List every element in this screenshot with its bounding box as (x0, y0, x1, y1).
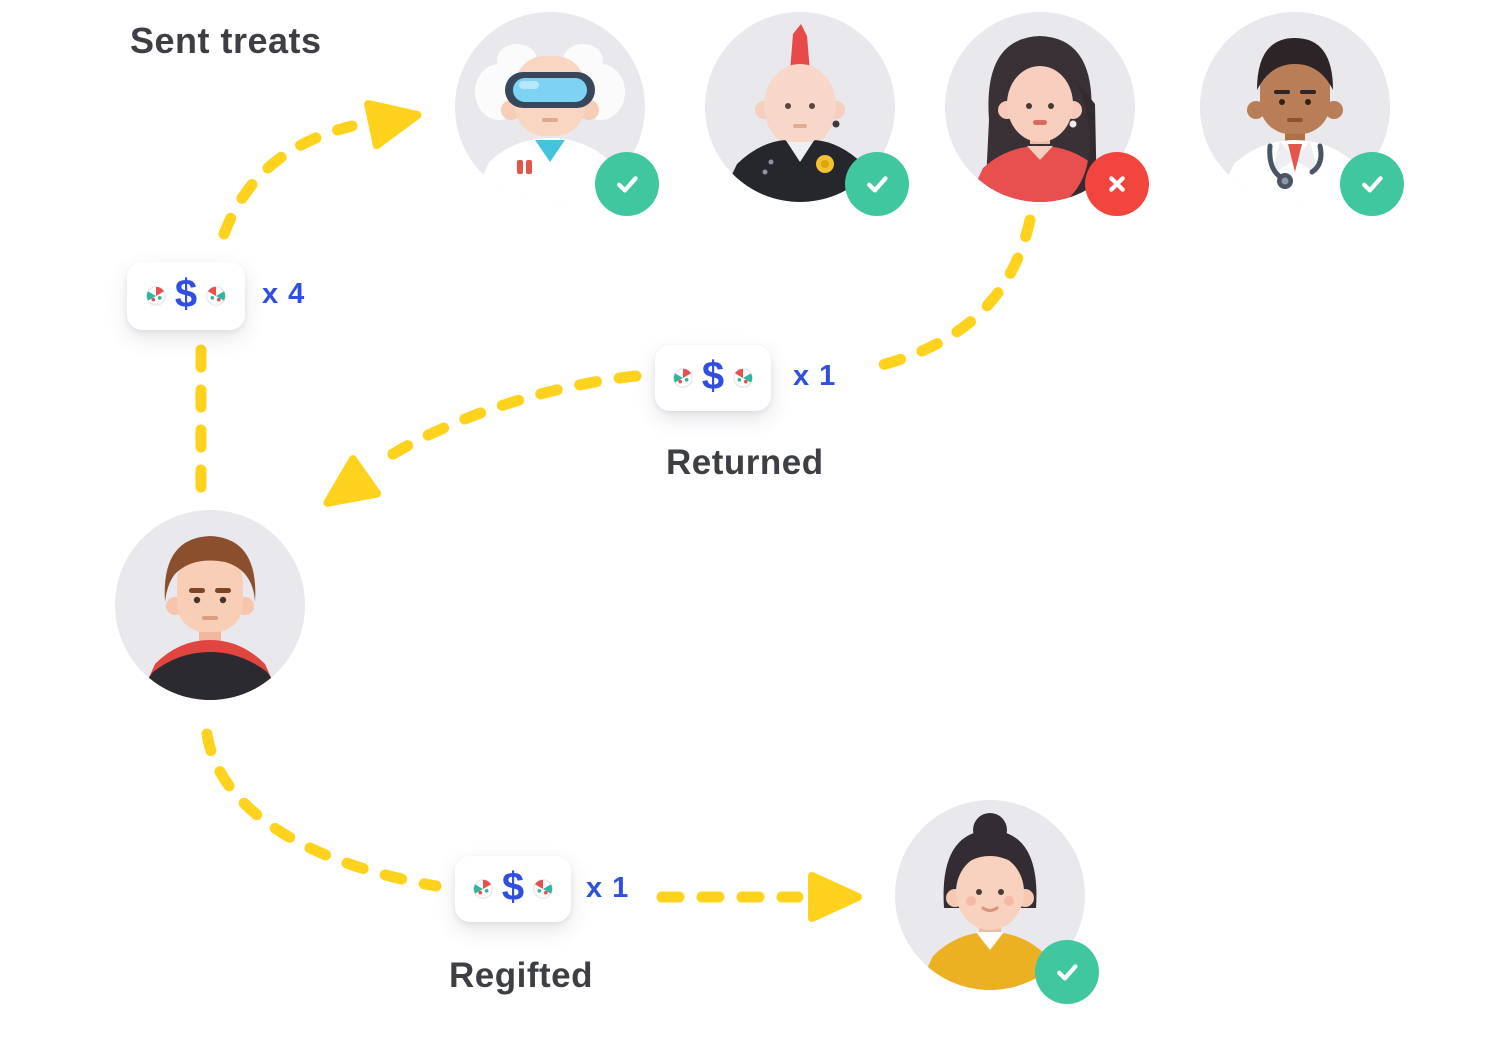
status-badge-accepted (1340, 152, 1404, 216)
treat-count-returned: x 1 (793, 360, 837, 392)
candy-icon (733, 368, 753, 388)
treat-count-regifted: x 1 (586, 872, 630, 904)
avatar-woman-red (945, 12, 1149, 216)
check-icon (1362, 176, 1383, 193)
candy-icon (673, 368, 693, 388)
status-badge-accepted (845, 152, 909, 216)
status-badge-accepted (595, 152, 659, 216)
treat-count-sent: x 4 (262, 278, 306, 310)
dollar-symbol: $ (501, 865, 525, 909)
status-badge-accepted (1035, 940, 1099, 1004)
candy-icon (533, 879, 553, 899)
returned-label: Returned (666, 443, 824, 482)
treat-card-returned: $ (655, 345, 771, 411)
candy-icon (146, 286, 166, 306)
dollar-symbol: $ (174, 272, 198, 316)
check-icon (617, 176, 638, 193)
treat-card-sent: $ (127, 262, 245, 330)
sent-treats-label: Sent treats (130, 20, 322, 61)
candy-icon (473, 879, 493, 899)
treat-card-regifted: $ (455, 856, 571, 922)
avatar-doctor (1200, 12, 1404, 216)
avatar-sender (115, 510, 305, 700)
avatar-regift-recipient (895, 800, 1099, 1004)
avatar-punk (705, 12, 909, 216)
check-icon (867, 176, 888, 193)
status-badge-declined (1085, 152, 1149, 216)
candy-icon (206, 286, 226, 306)
regifted-label: Regifted (449, 956, 593, 995)
dollar-symbol: $ (701, 354, 725, 398)
avatar-scientist (455, 12, 659, 216)
check-icon (1057, 964, 1078, 981)
x-icon (1109, 176, 1125, 192)
